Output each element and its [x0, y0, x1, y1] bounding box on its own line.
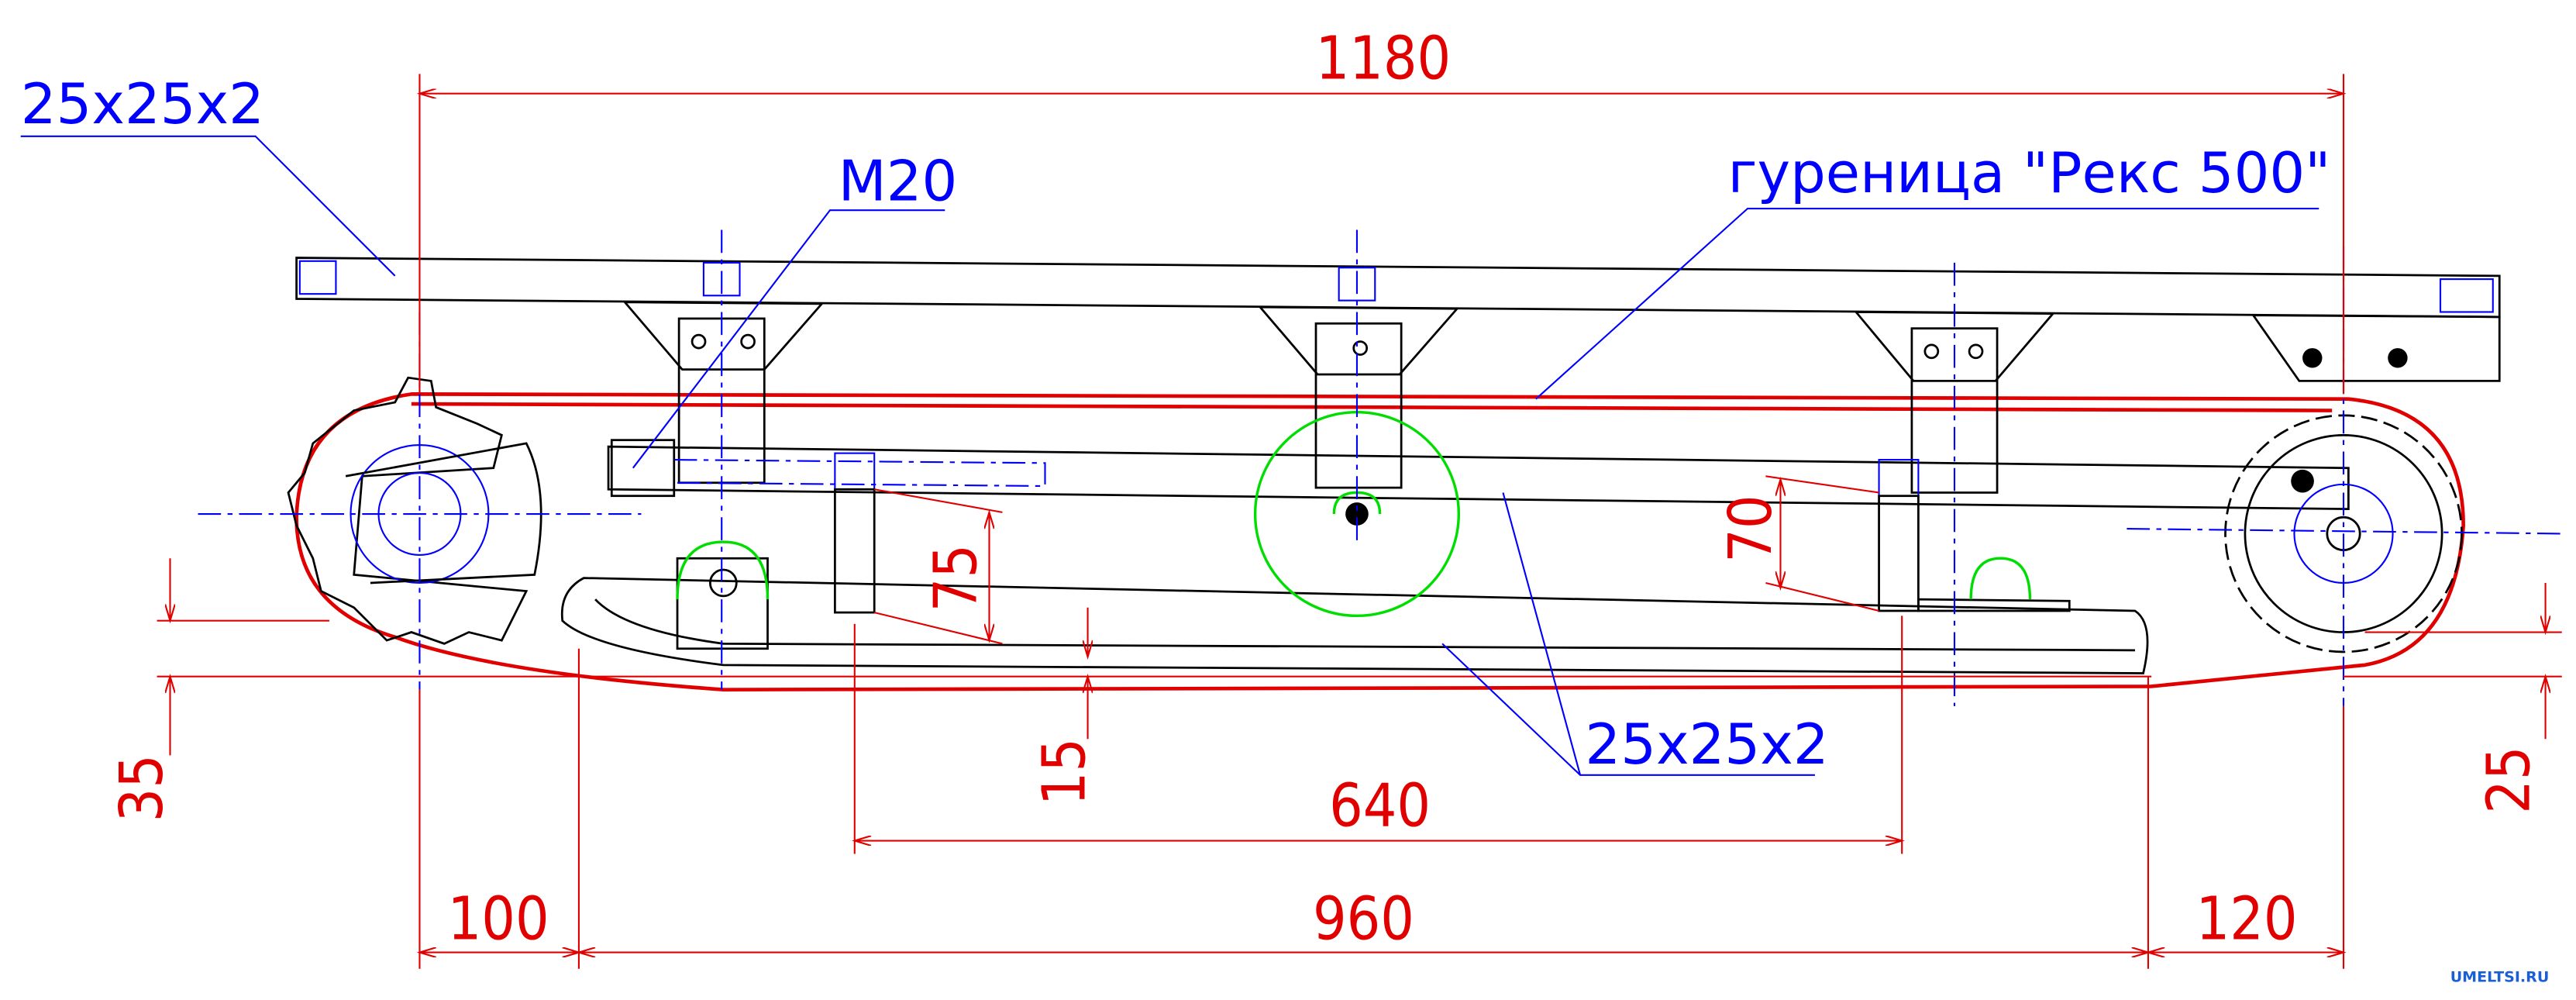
dim-skid-length: 960 [1313, 884, 1414, 953]
dimensions: 1180 100 960 120 640 35 15 75 70 25 [107, 24, 2562, 969]
dim-left-height: 35 [107, 754, 176, 822]
dim-front-offset: 100 [448, 884, 549, 953]
annotations: 25x25x2 M20 гуреница "Рекс 500" 25x25x2 [20, 71, 2331, 777]
label-track: гуреница "Рекс 500" [1728, 140, 2331, 205]
dim-right-height: 25 [2474, 747, 2543, 814]
label-lower-profile: 25x25x2 [1585, 712, 1828, 777]
label-bolt: M20 [839, 148, 958, 213]
lower-beam [607, 439, 2350, 511]
dim-post-height: 75 [921, 544, 990, 612]
track-belt [294, 392, 2465, 691]
skid-posts [833, 488, 1920, 614]
front-sprocket [287, 376, 542, 645]
dim-rear-post-height: 70 [1716, 495, 1785, 562]
dim-support-span: 640 [1329, 771, 1431, 840]
dim-skid-gap: 15 [1029, 738, 1098, 805]
label-frame-profile: 25x25x2 [21, 71, 264, 136]
watermark: UMELTSI.RU [2450, 969, 2550, 986]
dim-overall-length: 1180 [1316, 24, 1452, 93]
dim-rear-offset: 120 [2196, 884, 2298, 953]
frame-brackets [622, 301, 2501, 494]
skid-runner [560, 540, 2149, 674]
